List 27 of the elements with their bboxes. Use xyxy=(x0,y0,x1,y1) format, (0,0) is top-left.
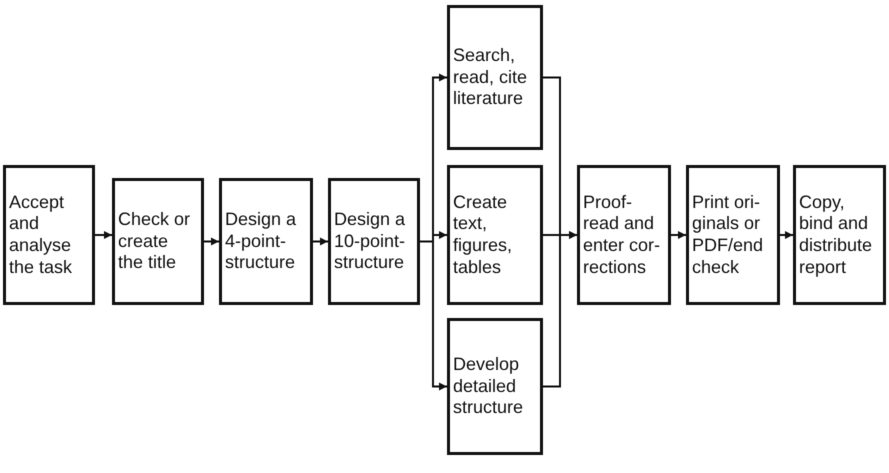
arrow xyxy=(671,231,686,239)
process-box xyxy=(447,5,543,150)
process-box xyxy=(793,165,886,305)
arrow xyxy=(543,231,577,388)
step-label: Check or create the title xyxy=(118,209,192,274)
process-box xyxy=(328,178,420,305)
step-label: Develop detailed structure xyxy=(453,354,524,419)
step-label: Design a 10-point-structure xyxy=(334,209,406,274)
process-box xyxy=(447,165,543,305)
arrow xyxy=(420,240,447,390)
arrow xyxy=(95,231,112,239)
arrow xyxy=(313,238,328,246)
step-label: Create text, figures, tables xyxy=(453,192,514,278)
arrow xyxy=(204,238,219,246)
step-label: Proof- read and enter cor- rections xyxy=(583,192,662,278)
process-box xyxy=(686,165,780,305)
step-label: Print ori- ginals or PDF/end check xyxy=(692,192,764,278)
process-box xyxy=(577,165,671,305)
process-box xyxy=(3,165,95,305)
process-box xyxy=(219,178,313,305)
step-label: Copy, bind and distribute report xyxy=(799,192,874,278)
process-box xyxy=(112,178,204,305)
step-label: Design a 4-point-structure xyxy=(225,209,298,274)
arrow xyxy=(780,231,793,239)
step-label: Accept and analyse the task xyxy=(9,192,74,278)
step-label: Search, read, cite literature xyxy=(453,45,528,110)
process-box xyxy=(447,318,543,455)
